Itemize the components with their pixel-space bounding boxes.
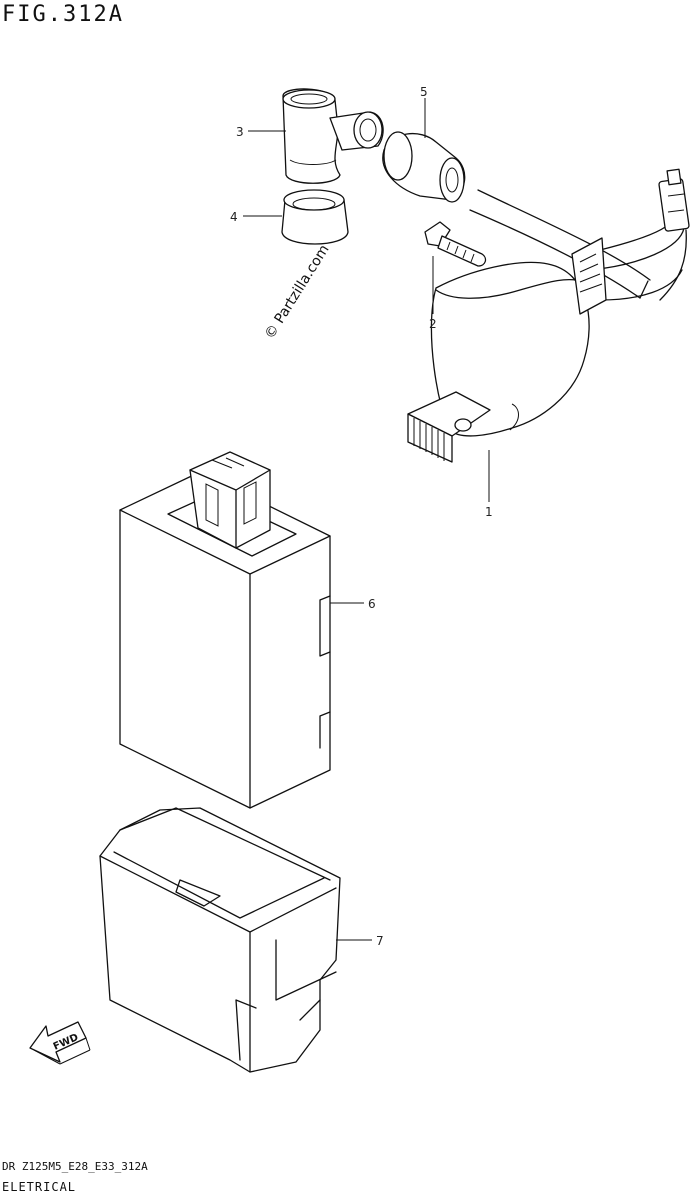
figure-title: FIG.312A [2, 2, 124, 27]
part-7-cdi-case[interactable] [99, 807, 341, 1073]
leader-lines [243, 98, 490, 941]
wire-connector [658, 168, 690, 232]
callout-1[interactable]: 1 [485, 505, 493, 519]
callout-4[interactable]: 4 [230, 210, 238, 224]
figure-code: DR Z125M5_E28_E33_312A [2, 1160, 148, 1173]
callout-2[interactable]: 2 [429, 317, 437, 331]
part-5-grommet[interactable] [382, 131, 466, 203]
partzilla-watermark: © Partzilla.com [262, 242, 333, 342]
callout-3[interactable]: 3 [236, 125, 244, 139]
part-6-cdi-unit[interactable] [119, 451, 331, 809]
callout-6[interactable]: 6 [368, 597, 376, 611]
part-2-bolt[interactable] [424, 221, 487, 267]
callout-7[interactable]: 7 [376, 934, 384, 948]
fwd-arrow-icon: FWD [29, 1021, 91, 1065]
figure-name: ELETRICAL [2, 1180, 77, 1194]
part-3-plug-cap[interactable] [282, 88, 384, 184]
part-4-seal[interactable] [281, 189, 349, 245]
part-1-ignition-coil[interactable] [407, 237, 607, 463]
callout-5[interactable]: 5 [420, 85, 428, 99]
